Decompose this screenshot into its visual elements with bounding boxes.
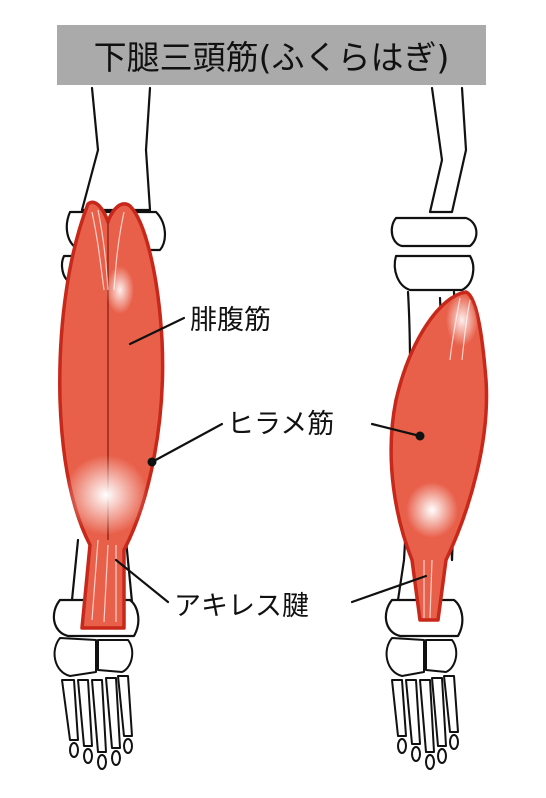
achilles-leader-right [350, 574, 428, 604]
right-tarsal [425, 639, 458, 673]
title-bar: 下腿三頭筋(ふくらはぎ) [57, 25, 486, 85]
label-gastrocnemius: 腓腹筋 [190, 305, 271, 336]
leader-lines [114, 316, 428, 604]
left-gastrocnemius [58, 200, 165, 630]
right-tibia-plateau [393, 254, 475, 292]
label-achilles-tendon: アキレス腱 [174, 591, 309, 622]
gastrocnemius-leader [128, 316, 186, 346]
right-metatarsals [391, 675, 459, 753]
left-toe-phalanges [69, 738, 133, 770]
soleus-leader-left [150, 422, 224, 464]
right-foot-bones [385, 637, 459, 770]
soleus-leader-right [370, 422, 422, 438]
label-soleus: ヒラメ筋 [227, 409, 335, 440]
soleus-leader-left-dot [147, 457, 157, 467]
right-knee-condyles [390, 216, 478, 248]
right-femur [428, 86, 468, 214]
right-toe-phalanges [397, 734, 459, 770]
left-femur [80, 86, 152, 212]
left-tarsal [97, 639, 134, 673]
achilles-leader-left [114, 558, 170, 604]
page-title: 下腿三頭筋(ふくらはぎ) [93, 38, 450, 77]
left-foot-bones [53, 637, 134, 770]
right-calcaneus [385, 637, 425, 677]
right-soleus [389, 290, 489, 622]
left-metatarsals [61, 675, 133, 753]
soleus-leader-right-dot [415, 431, 425, 441]
left-calcaneus [53, 637, 97, 677]
